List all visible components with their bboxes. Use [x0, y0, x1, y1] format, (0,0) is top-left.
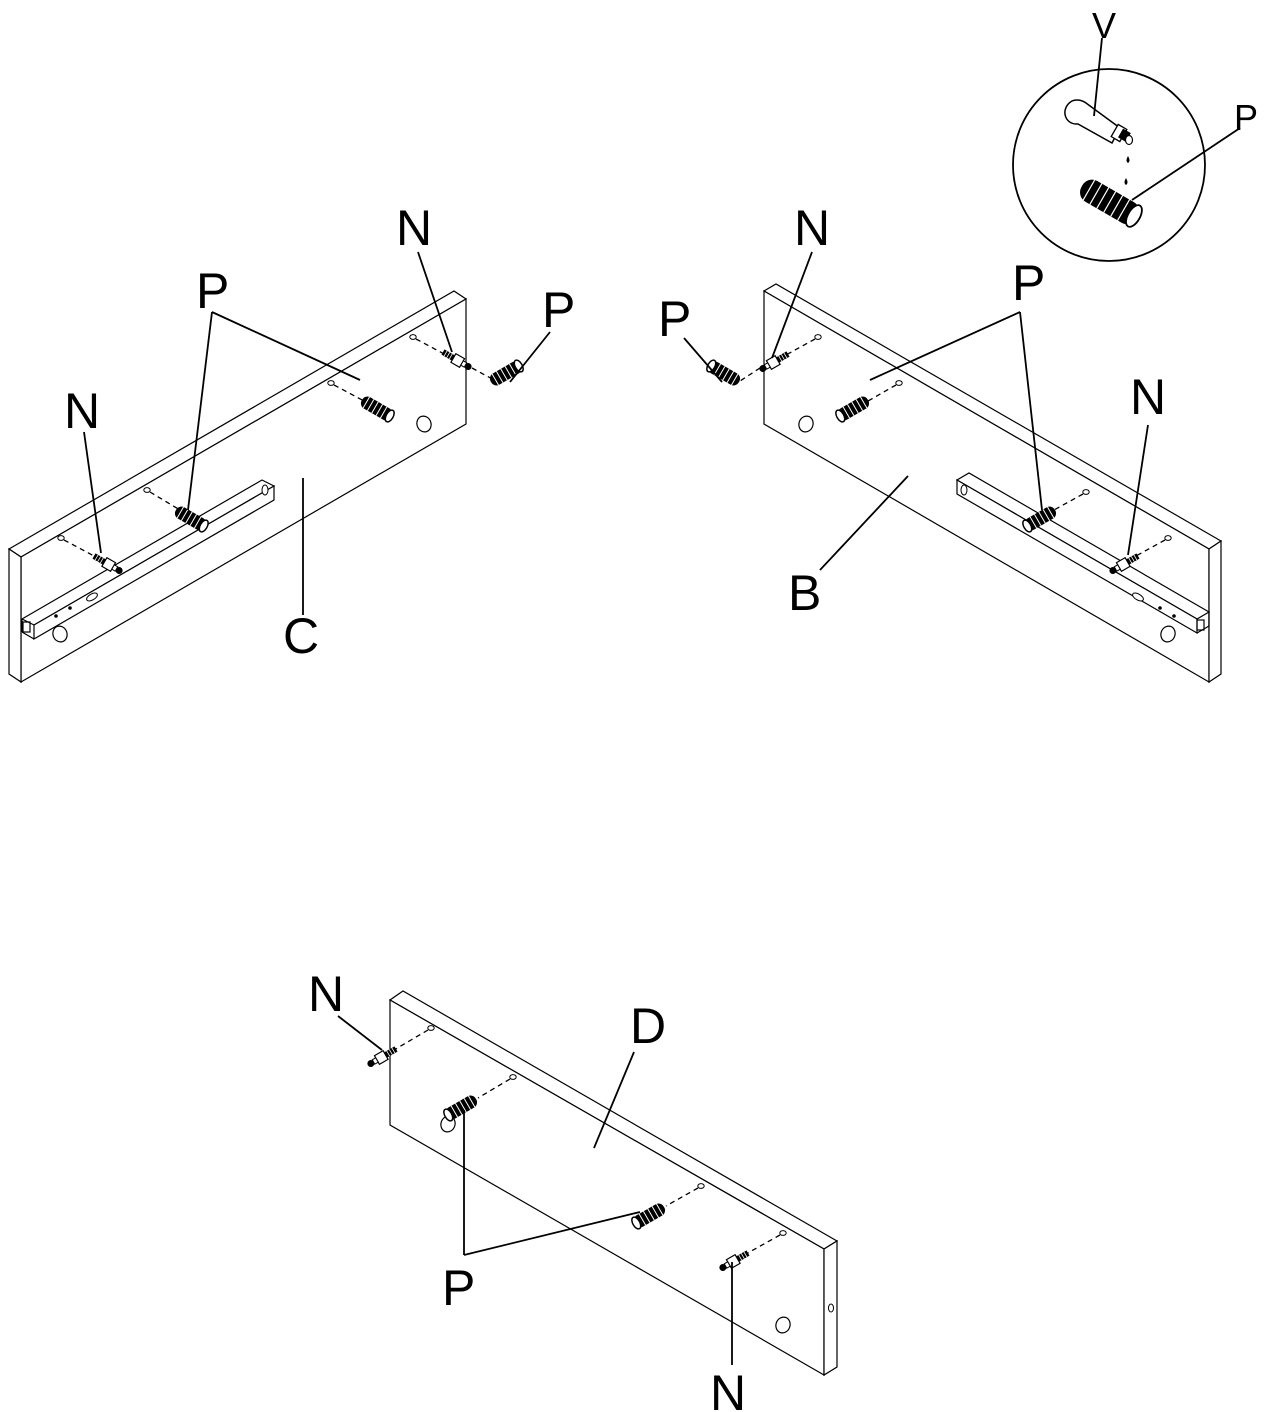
label-v-detail: V: [1092, 5, 1116, 46]
label-n-c-left: N: [64, 383, 100, 439]
panel-c: [7, 251, 551, 684]
label-n-c-right: N: [396, 200, 432, 256]
label-p-c-right: P: [542, 282, 575, 338]
label-p-b-left: P: [658, 291, 691, 347]
label-b: B: [788, 565, 821, 621]
label-d: D: [630, 998, 666, 1054]
panel-d: [337, 990, 839, 1377]
label-p-d: P: [442, 1260, 475, 1316]
glue-detail: [1012, 37, 1241, 262]
label-n-b-right: N: [1130, 369, 1166, 425]
label-n-d-bottom: N: [710, 1365, 746, 1412]
label-n-b-left: N: [794, 200, 830, 256]
label-p-b-middle: P: [1012, 255, 1045, 311]
label-p-c-middle: P: [196, 263, 229, 319]
label-n-d-top: N: [308, 966, 344, 1022]
label-p-detail: P: [1234, 97, 1258, 138]
labels: C B D N N N N N N P P P P P V P: [64, 5, 1258, 1412]
label-c: C: [283, 608, 319, 664]
panel-b: [683, 251, 1223, 684]
